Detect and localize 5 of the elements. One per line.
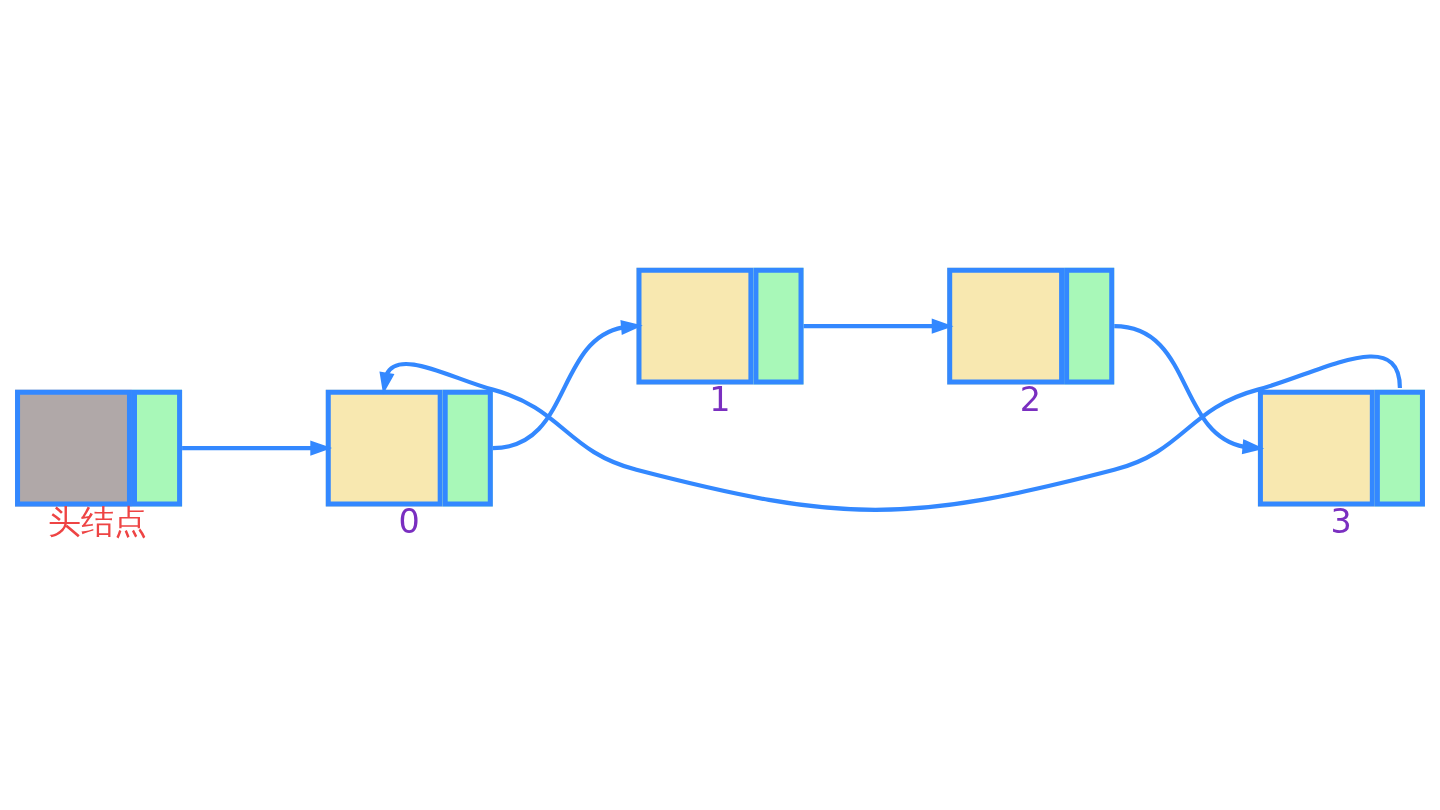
node-label: 0 <box>398 501 420 541</box>
node-label: 2 <box>1019 379 1042 419</box>
node-label: 3 <box>1330 501 1352 541</box>
node-label: 1 <box>709 379 731 419</box>
node-label: 头结点 <box>47 501 147 541</box>
